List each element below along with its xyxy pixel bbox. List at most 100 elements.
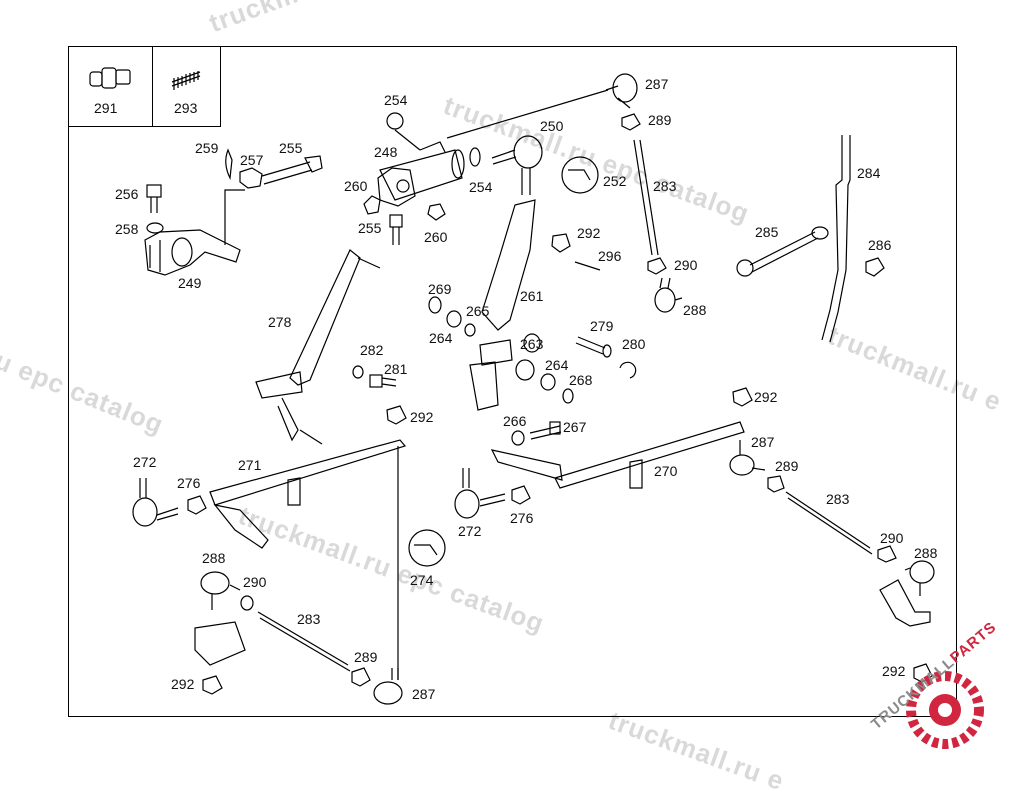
callout: 250 [540,118,564,134]
callout: 283 [653,178,677,194]
part-281-bolt [369,374,397,388]
bushings [428,296,574,404]
callout: 282 [360,342,384,358]
inset-box [68,46,221,127]
callout: 280 [622,336,646,352]
part-259-pin [225,148,233,181]
part-292-nut-f [202,675,223,695]
callout: 287 [751,434,775,450]
part-256-bolt [146,184,162,213]
part-257-nut [239,167,263,189]
part-272-joint-a [132,478,179,527]
inset-label-291: 291 [94,100,118,116]
part-286-nut [865,257,885,277]
callout: 278 [268,314,292,330]
part-285-link [736,226,829,277]
callout: 258 [115,221,139,237]
part-287-joint-c [373,668,403,705]
callout: 261 [520,288,544,304]
part-290-nut-c [240,595,254,611]
parts-drawing [89,67,984,749]
part-293-stud [171,71,201,90]
callout: 292 [754,389,778,405]
callout: 256 [115,186,139,202]
part-290-nut-b [877,545,897,563]
callout: 283 [297,611,321,627]
callout: 259 [195,140,219,156]
part-288-joint-c [200,571,241,610]
part-266-washer [511,430,525,446]
part-283-rod-c [257,611,351,672]
callout: 265 [466,303,490,319]
callout: 254 [384,92,408,108]
part-292-nut-d [732,387,753,407]
callout: 292 [171,676,195,692]
part-282-washer [352,365,364,379]
callout: 286 [868,237,892,253]
part-274-tool [408,529,446,567]
callout: 287 [412,686,436,702]
callout: 249 [178,275,202,291]
callout: 292 [882,663,906,679]
callout: 260 [424,229,448,245]
callout: 255 [279,140,303,156]
part-283-rod-b [785,491,873,555]
part-254-nut [386,112,404,130]
dash-link [299,429,323,445]
part-260-nut [363,195,381,215]
part-296-clip [574,261,601,271]
part-270-bar [490,421,745,489]
callout: 292 [410,409,434,425]
callout: 289 [775,458,799,474]
callout: 296 [598,248,622,264]
callout: 281 [384,361,408,377]
part-271-bar [209,439,407,680]
connecting-line [446,89,609,139]
callout: 285 [755,224,779,240]
part-254-washer [469,147,481,167]
part-287-top [605,73,638,109]
callout: 264 [429,330,453,346]
callout: 288 [914,545,938,561]
callout: 257 [240,152,264,168]
callout: 288 [202,550,226,566]
callout: 289 [648,112,672,128]
callout: 248 [374,144,398,160]
part-284-lever [821,135,851,343]
callout: 252 [603,173,627,189]
callout: 267 [563,419,587,435]
part-290-nut [647,257,667,275]
callout: 284 [857,165,881,181]
callout: 274 [410,572,434,588]
part-288-joint-b [904,560,935,596]
callout: 290 [674,257,698,273]
callout: 272 [133,454,157,470]
part-280-clip [619,361,637,379]
callout: 272 [458,523,482,539]
part-289-nut [621,113,641,131]
part-283-rod-top [633,139,659,256]
inset-cell-291 [68,46,153,127]
callout: 271 [238,457,262,473]
part-260-nut-b [427,203,446,221]
callout: 279 [590,318,614,334]
callout: 269 [428,281,452,297]
callout: 276 [177,475,201,491]
part-261-lever [469,199,536,411]
callout: 264 [545,357,569,373]
part-249-bracket [144,229,241,276]
callout: 263 [520,336,544,352]
part-292-nut-c [386,405,407,425]
part-288-joint [654,277,683,313]
part-250-ball-joint [491,135,543,195]
callout: 287 [645,76,669,92]
callout: 290 [243,574,267,590]
part-287-joint-b [729,440,766,476]
part-276-nut-b [511,485,531,505]
part-278-lever [255,249,381,442]
part-289-nut-c [351,667,371,687]
callout: 260 [344,178,368,194]
part-292-nut-b [551,233,571,253]
part-289-nut-b [767,475,785,493]
